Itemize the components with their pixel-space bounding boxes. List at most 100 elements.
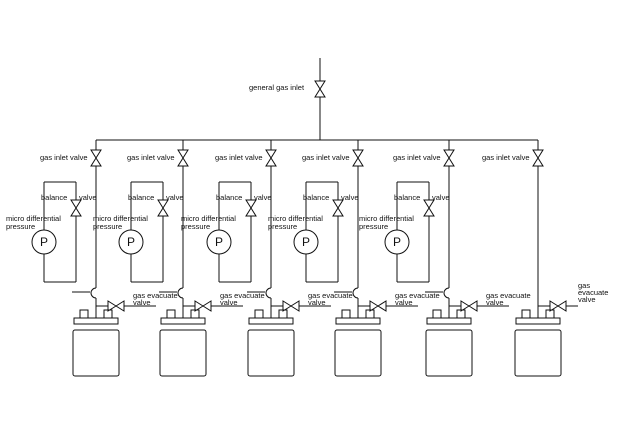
- gas-evacuate-label-2: valve: [308, 298, 326, 307]
- valve-symbol: [423, 199, 435, 217]
- valve-symbol: [443, 149, 455, 167]
- connector-port-left: [432, 309, 442, 319]
- connector-port-right: [103, 309, 113, 319]
- gas-evacuate-valve: [460, 300, 478, 312]
- pipe-crossing-hop: [177, 287, 184, 299]
- vessel-connector: [426, 306, 472, 325]
- micro-diff-label-2: pressure: [359, 222, 388, 231]
- connector-flange: [160, 317, 206, 325]
- balance-valve: [332, 199, 344, 217]
- connector-flange: [73, 317, 119, 325]
- pressure-gauge-letter: P: [40, 235, 48, 249]
- pipe-crossing-hop: [265, 287, 272, 299]
- pressure-gauge-letter: P: [215, 235, 223, 249]
- connector-port-left: [166, 309, 176, 319]
- valve-symbol: [460, 300, 478, 312]
- gas-vessel: [334, 329, 382, 377]
- connector-port-right: [190, 309, 200, 319]
- gas-evacuate-label: gas evacuate: [486, 291, 531, 300]
- pipe-crossing-hop: [352, 287, 359, 299]
- balance-valve: [245, 199, 257, 217]
- pressure-gauge-letter: P: [393, 235, 401, 249]
- gas-evacuate-label-2: valve: [220, 298, 238, 307]
- valve-symbol: [265, 149, 277, 167]
- connector-port-left: [341, 309, 351, 319]
- gas-inlet-valve: [352, 149, 364, 167]
- general-inlet-valve: [314, 80, 326, 98]
- valve-symbol: [194, 300, 212, 312]
- gas-evacuate-label: gas evacuate: [133, 291, 178, 300]
- valve-symbol: [549, 300, 567, 312]
- gas-evacuate-label-2: valve: [133, 298, 151, 307]
- balance-valve-label-2: valve: [432, 193, 450, 202]
- gas-inlet-valve: [177, 149, 189, 167]
- balance-valve: [423, 199, 435, 217]
- connector-port-left: [254, 309, 264, 319]
- gas-evacuate-label-2: evacuate: [578, 288, 608, 297]
- connector-port-right: [545, 309, 555, 319]
- vessel-connector: [248, 306, 294, 325]
- vessel-connector: [73, 306, 119, 325]
- gas-evacuate-label: gas evacuate: [308, 291, 353, 300]
- gas-evacuate-label: gas evacuate: [220, 291, 265, 300]
- gas-evacuate-label: gas evacuate: [395, 291, 440, 300]
- connector-flange: [426, 317, 472, 325]
- balance-valve-label-2: valve: [254, 193, 272, 202]
- pressure-gauge-letter: P: [127, 235, 135, 249]
- micro-diff-label-2: pressure: [93, 222, 122, 231]
- gas-evacuate-label-2: valve: [486, 298, 504, 307]
- connector-port-right: [365, 309, 375, 319]
- gas-inlet-valve-label: gas inlet valve: [393, 153, 441, 162]
- valve-symbol: [70, 199, 82, 217]
- connector-port-left: [521, 309, 531, 319]
- gas-inlet-valve-label: gas inlet valve: [482, 153, 530, 162]
- gas-inlet-valve: [265, 149, 277, 167]
- balance-valve-label: balance: [216, 193, 242, 202]
- gas-evacuate-valve: [369, 300, 387, 312]
- balance-valve-label-2: valve: [79, 193, 97, 202]
- balance-valve-label-2: valve: [341, 193, 359, 202]
- micro-diff-label: micro differential: [268, 214, 323, 223]
- gas-evacuate-label-2: valve: [395, 298, 413, 307]
- micro-diff-label-2: pressure: [6, 222, 35, 231]
- valve-symbol: [532, 149, 544, 167]
- gas-vessel: [159, 329, 207, 377]
- gas-inlet-valve-label: gas inlet valve: [215, 153, 263, 162]
- valve-symbol: [314, 80, 326, 98]
- gas-evacuate-valve: [549, 300, 567, 312]
- gas-inlet-valve: [90, 149, 102, 167]
- gas-evacuate-label-3: valve: [578, 295, 596, 304]
- vessel-connector: [160, 306, 206, 325]
- connector-port-left: [79, 309, 89, 319]
- valve-symbol: [282, 300, 300, 312]
- connector-flange: [248, 317, 294, 325]
- valve-symbol: [90, 149, 102, 167]
- gas-evacuate-valve: [107, 300, 125, 312]
- vessel-connector: [515, 306, 561, 325]
- balance-valve-label: balance: [128, 193, 154, 202]
- valve-symbol: [369, 300, 387, 312]
- micro-diff-label-2: pressure: [181, 222, 210, 231]
- gas-evacuate-label: gas: [578, 281, 590, 290]
- gas-inlet-valve-label: gas inlet valve: [302, 153, 350, 162]
- pipe-crossing-hop: [443, 287, 450, 299]
- gas-inlet-valve: [443, 149, 455, 167]
- balance-valve-label: balance: [303, 193, 329, 202]
- general-inlet-label: general gas inlet: [249, 83, 305, 92]
- gas-inlet-valve-label: gas inlet valve: [127, 153, 175, 162]
- connector-port-right: [278, 309, 288, 319]
- gas-evacuate-valve: [194, 300, 212, 312]
- gas-vessel: [425, 329, 473, 377]
- vessel-connector: [335, 306, 381, 325]
- balance-valve: [157, 199, 169, 217]
- valve-symbol: [352, 149, 364, 167]
- gas-vessel: [514, 329, 562, 377]
- gas-vessel: [247, 329, 295, 377]
